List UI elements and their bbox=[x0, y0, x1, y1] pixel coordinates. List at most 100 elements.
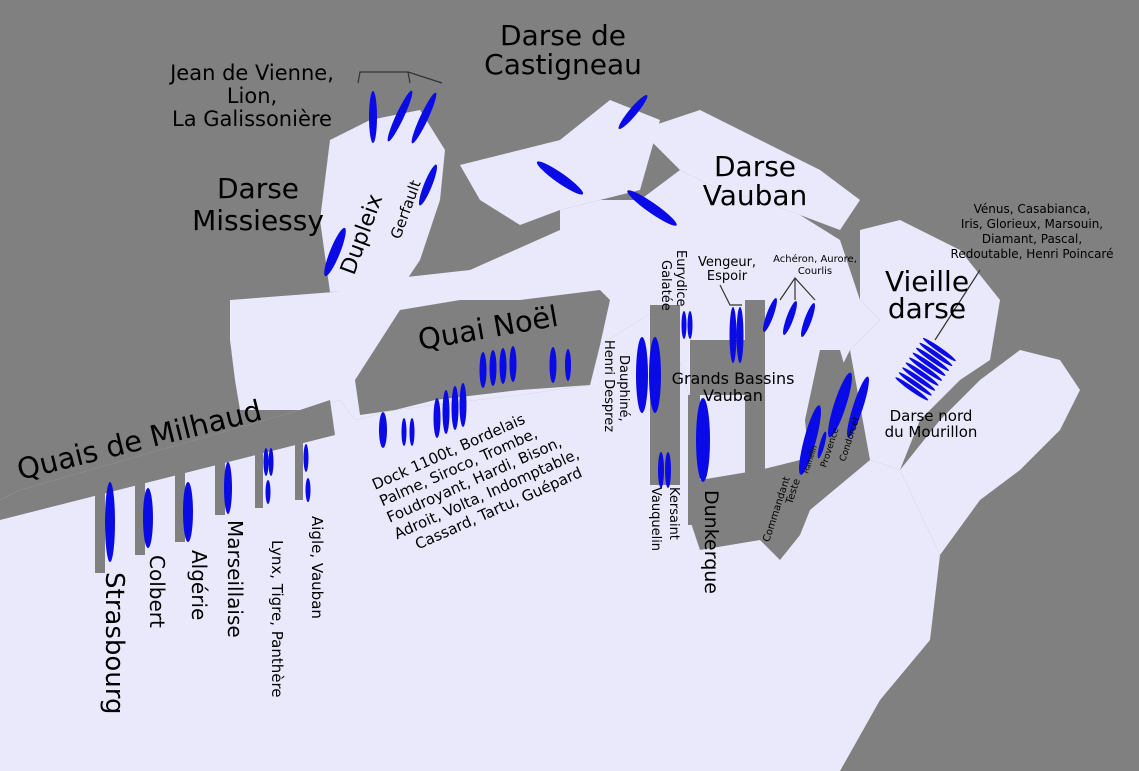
label-vengeur-1: Vengeur, bbox=[698, 255, 756, 270]
ship-dock-12 bbox=[549, 347, 557, 383]
ship-panthere bbox=[265, 480, 271, 504]
label-vieille-darse-1: Vieille bbox=[885, 265, 969, 298]
ship-vengeur bbox=[729, 307, 737, 363]
darse-vauban-water bbox=[640, 110, 860, 230]
label-darse-nord-2: du Mourillon bbox=[885, 423, 978, 441]
label-jean-3: La Galissonière bbox=[172, 107, 332, 131]
label-grands-bassins-1: Grands Bassins bbox=[672, 369, 795, 388]
sub-7 bbox=[902, 367, 936, 391]
ship-kersaint bbox=[658, 452, 664, 488]
pier-6 bbox=[295, 440, 303, 500]
sub-9 bbox=[895, 377, 929, 401]
ship-algerie bbox=[183, 482, 193, 542]
ship-condorcet bbox=[847, 376, 869, 438]
quais-de-milhaud-pier bbox=[0, 400, 335, 520]
ship-dock-2 bbox=[401, 418, 407, 446]
ship-castigneau-1 bbox=[618, 94, 648, 130]
sub-6 bbox=[905, 362, 939, 386]
ship-dupleix bbox=[324, 227, 346, 277]
submarines-vieille-darse bbox=[895, 337, 956, 401]
label-strasbourg: Strasbourg bbox=[99, 572, 129, 715]
ship-strasbourg bbox=[105, 482, 115, 562]
label-darse-castigneau-1: Darse de bbox=[500, 19, 626, 52]
ship-jean-de-vienne bbox=[369, 91, 377, 143]
label-grands-bassins-2: Vauban bbox=[703, 386, 763, 405]
ship-la-galissoniere bbox=[411, 92, 437, 144]
vengeur-lead bbox=[719, 284, 742, 306]
ship-dock-6 bbox=[451, 386, 459, 430]
ship-dock-10 bbox=[499, 348, 507, 384]
darse-missiessy-water bbox=[320, 110, 445, 292]
label-venus-4: Redoutable, Henri Poincaré bbox=[951, 247, 1114, 261]
ship-gerfault bbox=[418, 164, 438, 206]
ship-henri-desprez bbox=[649, 337, 661, 413]
sub-8 bbox=[898, 372, 932, 396]
ship-tigre bbox=[268, 448, 274, 476]
label-venus-3: Diamant, Pascal, bbox=[982, 232, 1082, 246]
label-darse-missiessy-2: Missiessy bbox=[192, 204, 324, 237]
pier-5 bbox=[255, 448, 263, 508]
ship-dock-11 bbox=[509, 346, 517, 382]
label-darse-vauban-1: Darse bbox=[714, 150, 796, 183]
sub-3 bbox=[916, 347, 949, 371]
label-acheron-2: Courlis bbox=[798, 266, 832, 277]
label-vauquelin: Vauquelin bbox=[648, 487, 663, 551]
ship-aurore bbox=[783, 301, 797, 335]
ship-acheron bbox=[763, 298, 777, 332]
sub-5 bbox=[909, 357, 943, 381]
label-vengeur-2: Espoir bbox=[707, 269, 748, 284]
jean-bracket bbox=[357, 71, 411, 84]
jean-bracket-right bbox=[407, 71, 443, 84]
ship-commandant-teste bbox=[799, 405, 821, 475]
label-dauphine-2: Henri Desprez bbox=[601, 340, 616, 432]
ship-dock-9 bbox=[489, 350, 497, 386]
ship-vauban bbox=[305, 478, 311, 502]
ship-provence bbox=[828, 372, 852, 438]
pier-2 bbox=[135, 470, 145, 555]
label-darse-missiessy-1: Darse bbox=[217, 172, 299, 205]
ship-hamelin bbox=[817, 431, 827, 459]
ships bbox=[105, 90, 956, 562]
ship-castigneau-2 bbox=[536, 161, 584, 195]
venus-lead bbox=[934, 269, 981, 341]
ship-dunkerque bbox=[696, 398, 710, 482]
sub-4 bbox=[912, 352, 946, 376]
ship-aigle bbox=[303, 444, 309, 472]
label-algerie: Algérie bbox=[187, 550, 211, 620]
label-galatee: Galatée bbox=[658, 260, 673, 311]
ship-castigneau-3 bbox=[627, 190, 677, 226]
ship-vauquelin bbox=[665, 452, 671, 488]
ship-lynx bbox=[263, 448, 269, 476]
label-dunkerque: Dunkerque bbox=[700, 490, 722, 594]
ship-dock-1 bbox=[379, 412, 387, 448]
ship-colbert bbox=[143, 488, 153, 548]
label-eurydice: Eurydice bbox=[673, 250, 688, 307]
label-jean-1: Jean de Vienne, bbox=[168, 61, 334, 85]
pier-3 bbox=[175, 462, 185, 542]
label-aigle: Aigle, Vauban bbox=[308, 516, 326, 619]
label-jean-2: Lion, bbox=[227, 84, 277, 108]
label-venus-1: Vénus, Casabianca, bbox=[974, 202, 1091, 216]
label-acheron-1: Achéron, Aurore, bbox=[773, 253, 857, 265]
label-venus-2: Iris, Glorieux, Marsouin, bbox=[961, 217, 1103, 231]
ship-marseillaise bbox=[224, 462, 232, 514]
mourillon-water bbox=[900, 350, 1080, 555]
sub-1 bbox=[922, 337, 956, 362]
label-darse-nord-1: Darse nord bbox=[890, 407, 973, 425]
label-darse-castigneau-2: Castigneau bbox=[484, 48, 642, 81]
pier-4 bbox=[215, 455, 225, 515]
leader-lines bbox=[357, 71, 981, 341]
ship-dauphine bbox=[636, 337, 648, 413]
ship-eurydice bbox=[681, 311, 687, 339]
pier-1 bbox=[95, 478, 105, 573]
label-vieille-darse-2: darse bbox=[888, 292, 966, 325]
label-kersaint: Kersaint bbox=[666, 487, 681, 540]
ship-dock-4 bbox=[433, 398, 441, 438]
ship-dock-3 bbox=[409, 418, 415, 446]
label-colbert: Colbert bbox=[145, 555, 169, 628]
outer-harbour-water bbox=[0, 305, 940, 771]
ship-dock-13 bbox=[565, 349, 571, 381]
darse-castigneau-water bbox=[460, 100, 660, 225]
ship-dock-5 bbox=[442, 390, 450, 434]
